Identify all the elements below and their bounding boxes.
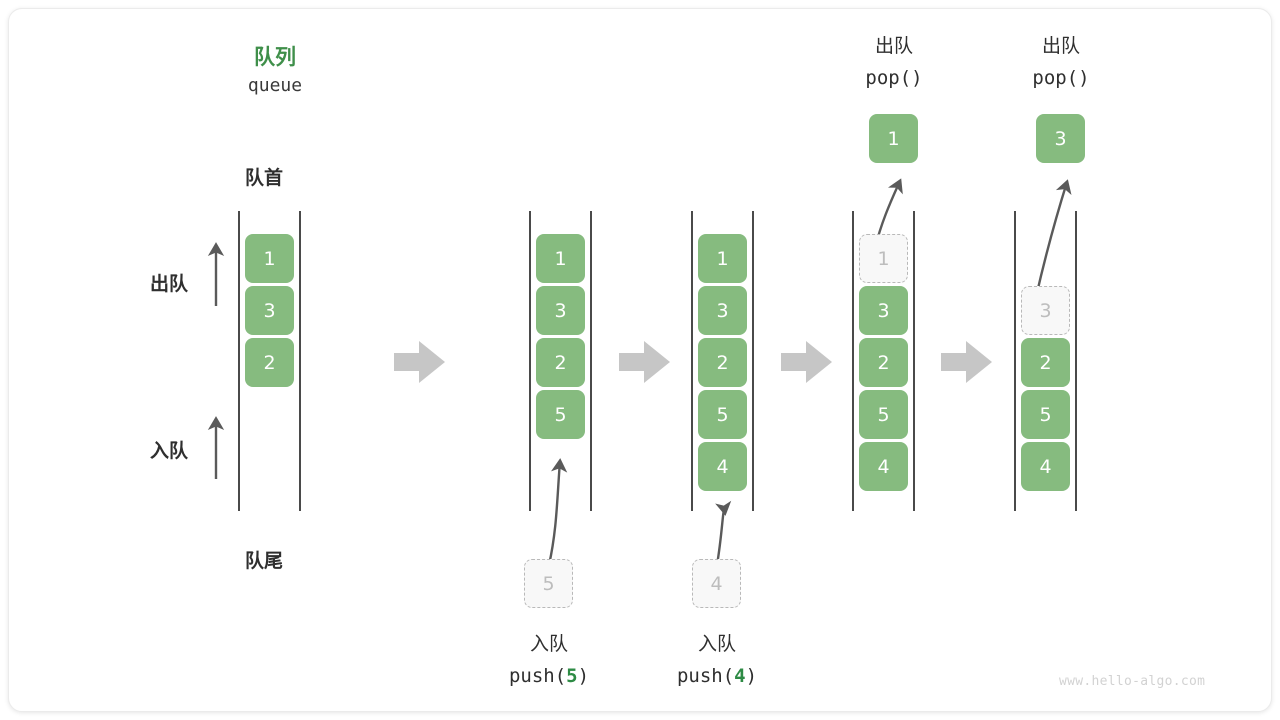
queue-tail-label: 队尾 [245,550,284,572]
queue-rail-right [590,211,592,511]
queue-item: 1 [698,234,747,283]
queue-item-new: 5 [536,390,585,439]
flow-arrow-1-icon [394,341,445,383]
diagram-stage: 队列 queue 队首 队尾 出队 入队 [9,9,1271,711]
flow-arrow-4-icon [941,341,992,383]
push-5-caption-code: push(5) [459,665,639,687]
dequeue-direction-label: 出队 [150,273,189,295]
push-5-motion-arrow-icon [547,458,568,566]
queue-item: 2 [1021,338,1070,387]
queue-rail-right [1075,211,1077,511]
queue-rail-left [238,211,240,511]
push-4-code-suffix: ) [745,665,758,687]
queue-rail-left [529,211,531,511]
queue-item: 5 [859,390,908,439]
push-4-motion-arrow-icon [715,500,732,566]
push-4-code-prefix: push( [676,665,735,687]
queue-item: 2 [859,338,908,387]
push-4-caption: 入队 push(4) [627,629,807,687]
pop-1-header-cn: 出队 [874,35,913,57]
pop-3-header-cn: 出队 [1041,35,1080,57]
pop-3-header: 出队 pop() [981,31,1141,89]
push-5-code-prefix: push( [508,665,567,687]
queue-item: 1 [245,234,294,283]
push-5-code-arg: 5 [566,665,578,687]
queue-item: 3 [698,286,747,335]
incoming-element-ghost: 5 [524,559,573,608]
queue-item: 3 [859,286,908,335]
queue-rail-left [1014,211,1016,511]
queue-item: 2 [536,338,585,387]
enqueue-direction-label: 入队 [150,440,189,462]
queue-item: 4 [859,442,908,491]
queue-item: 1 [536,234,585,283]
watermark: www.hello-algo.com [1059,674,1206,689]
push-4-code-arg: 4 [734,665,746,687]
pop-3-header-code: pop() [1032,67,1090,89]
queue-rail-right [752,211,754,511]
figure-title-en: queue [247,75,303,96]
pop-1-header-code: pop() [865,67,923,89]
push-4-caption-code: push(4) [627,665,807,687]
incoming-element-ghost: 4 [692,559,741,608]
push-4-caption-cn: 入队 [697,633,736,655]
queue-item: 5 [1021,390,1070,439]
queue-item: 2 [698,338,747,387]
queue-item: 4 [1021,442,1070,491]
queue-item-removed: 1 [859,234,908,283]
queue-rail-left [691,211,693,511]
queue-item-removed: 3 [1021,286,1070,335]
push-5-code-suffix: ) [577,665,590,687]
pop-3-motion-arrow-icon [1034,179,1072,298]
flow-arrow-3-icon [781,341,832,383]
queue-rail-right [913,211,915,511]
queue-item: 3 [245,286,294,335]
push-5-caption-cn: 入队 [529,633,568,655]
push-5-caption: 入队 push(5) [459,629,639,687]
flow-arrow-2-icon [619,341,670,383]
diagram-card: 队列 queue 队首 队尾 出队 入队 [8,8,1272,712]
queue-rail-right [299,211,301,511]
figure-title-cn: 队列 [254,45,296,69]
pop-1-header: 出队 pop() [814,31,974,89]
queue-item-new: 4 [698,442,747,491]
queue-head-label: 队首 [245,167,284,189]
queue-item: 5 [698,390,747,439]
popped-element: 1 [869,114,918,163]
popped-element: 3 [1036,114,1085,163]
queue-item: 3 [536,286,585,335]
queue-item: 2 [245,338,294,387]
queue-rail-left [852,211,854,511]
